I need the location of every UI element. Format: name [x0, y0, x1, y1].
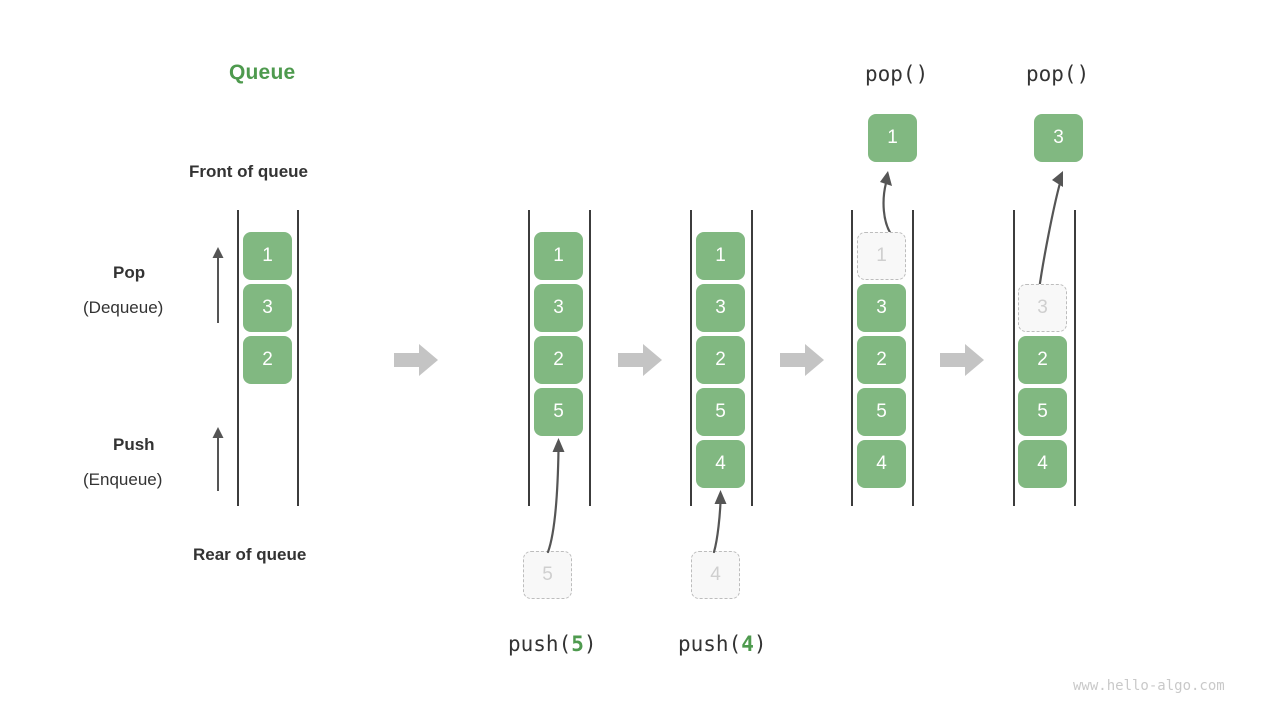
queue-item: 4 — [1018, 440, 1067, 488]
queue-rail-right-col1 — [297, 210, 299, 506]
pop-sublabel: (Dequeue) — [83, 298, 164, 317]
front-of-queue-label: Front of queue — [189, 162, 308, 181]
queue-item: 5 — [857, 388, 906, 436]
queue-rail-left-col3 — [690, 210, 692, 506]
queue-item: 1 — [696, 232, 745, 280]
queue-item: 2 — [243, 336, 292, 384]
queue-item: 3 — [534, 284, 583, 332]
push-motion-arrow-icon — [530, 430, 580, 555]
rear-of-queue-label: Rear of queue — [193, 545, 307, 564]
queue-rail-left-col1 — [237, 210, 239, 506]
pop-caption-2: pop() — [1026, 62, 1090, 86]
queue-item: 3 — [243, 284, 292, 332]
incoming-element-ghost: 4 — [691, 551, 740, 599]
queue-item: 2 — [857, 336, 906, 384]
queue-item: 5 — [696, 388, 745, 436]
pop-caption-1: pop() — [865, 62, 929, 86]
queue-rail-left-col4 — [851, 210, 853, 506]
flow-arrow-icon — [780, 343, 824, 377]
queue-item: 1 — [534, 232, 583, 280]
push-4-caption-text: push( — [678, 632, 742, 656]
push-5-caption: push(5) — [508, 632, 597, 656]
queue-item: 1 — [243, 232, 292, 280]
watermark: www.hello-algo.com — [1073, 678, 1225, 694]
queue-item-ghost: 3 — [1018, 284, 1067, 332]
queue-item-new: 5 — [534, 388, 583, 436]
diagram-title: Queue — [229, 61, 296, 84]
queue-item: 2 — [534, 336, 583, 384]
push-5-caption-text: push( — [508, 632, 572, 656]
queue-rail-right-col2 — [589, 210, 591, 506]
queue-rail-left-col5 — [1013, 210, 1015, 506]
incoming-element-ghost: 5 — [523, 551, 572, 599]
pop-motion-arrow-icon — [1015, 165, 1085, 293]
queue-rail-right-col3 — [751, 210, 753, 506]
queue-rail-right-col5 — [1074, 210, 1076, 506]
pop-label: Pop — [113, 263, 146, 282]
push-4-caption-close: ) — [753, 632, 767, 656]
queue-rail-left-col2 — [528, 210, 530, 506]
push-sublabel: (Enqueue) — [83, 470, 163, 489]
queue-item: 5 — [1018, 388, 1067, 436]
queue-item-ghost: 1 — [857, 232, 906, 280]
queue-item: 4 — [857, 440, 906, 488]
queue-item: 2 — [1018, 336, 1067, 384]
flow-arrow-icon — [394, 343, 438, 377]
flow-arrow-icon — [618, 343, 662, 377]
push-motion-arrow-icon — [698, 482, 748, 554]
push-4-caption-arg: 4 — [741, 632, 754, 656]
queue-item: 3 — [696, 284, 745, 332]
queue-item-new: 4 — [696, 440, 745, 488]
push-label: Push — [113, 435, 155, 454]
push-5-caption-close: ) — [583, 632, 597, 656]
push-4-caption: push(4) — [678, 632, 767, 656]
flow-arrow-icon — [940, 343, 984, 377]
queue-item: 3 — [857, 284, 906, 332]
pop-motion-arrow-icon — [860, 165, 920, 240]
pop-direction-arrow-icon — [210, 245, 226, 323]
queue-item: 2 — [696, 336, 745, 384]
popped-element: 1 — [868, 114, 917, 162]
queue-rail-right-col4 — [912, 210, 914, 506]
popped-element: 3 — [1034, 114, 1083, 162]
push-direction-arrow-icon — [210, 425, 226, 491]
push-5-caption-arg: 5 — [571, 632, 584, 656]
